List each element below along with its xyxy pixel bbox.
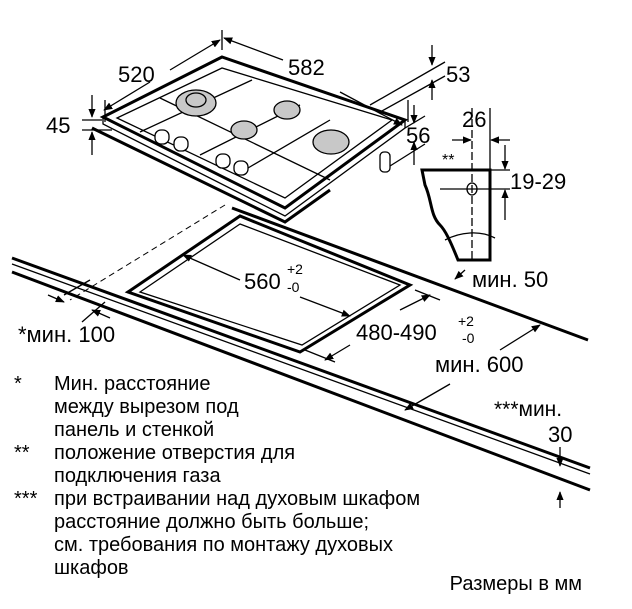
gas-height-label: 19-29 <box>510 169 566 194</box>
dimension-labels: 520 582 53 45 56 26 ** 19-29 560 +2 -0 м… <box>18 55 572 447</box>
note-marker: *** <box>14 488 38 510</box>
burner-medium <box>230 120 258 140</box>
worktop-thickness-label: 30 <box>548 422 572 447</box>
burner-wok <box>312 129 350 155</box>
tolerance-minus: -0 <box>287 279 300 295</box>
worktop-depth-label: мин. 600 <box>435 352 524 377</box>
gas-marker: ** <box>442 152 454 169</box>
hob <box>91 55 409 224</box>
gas-connection-detail <box>420 108 510 262</box>
note-line: см. требования по монтажу духовых <box>54 534 393 556</box>
note-line: при встраивании над духовым шкафом <box>54 488 420 510</box>
depth-label: 520 <box>118 62 155 87</box>
note-line: Мин. расстояние <box>54 373 210 395</box>
tolerance-plus: +2 <box>287 261 303 277</box>
cutout <box>124 214 414 354</box>
note-line: положение отверстия для <box>54 442 295 464</box>
dimension-lines <box>47 30 564 508</box>
right-offset-label: 56 <box>406 123 430 148</box>
gas-connector <box>379 151 391 173</box>
worktop <box>11 204 591 492</box>
note-line: шкафов <box>54 557 129 579</box>
note-line: панель и стенкой <box>54 419 214 441</box>
worktop-thickness-prefix: ***мин. <box>494 398 562 421</box>
footnotes: * Мин. расстояние между вырезом под пане… <box>14 373 582 595</box>
note-line: расстояние должно быть больше; <box>54 511 369 533</box>
height-label: 45 <box>46 113 70 138</box>
tolerance-minus: -0 <box>462 330 475 346</box>
tolerance-plus: +2 <box>458 313 474 329</box>
gas-offset-label: 26 <box>462 107 486 132</box>
note-line: между вырезом под <box>54 396 239 418</box>
top-offset-label: 53 <box>446 62 470 87</box>
note-line: подключения газа <box>54 465 221 487</box>
burner-small <box>273 100 301 120</box>
cutout-width-label: 560 <box>244 269 281 294</box>
cutout-depth-label: 480-490 <box>356 320 437 345</box>
width-label: 582 <box>288 55 325 80</box>
control-knobs <box>154 129 249 176</box>
side-distance-label: *мин. 100 <box>18 322 115 347</box>
units-note: Размеры в мм <box>450 573 582 595</box>
note-marker: * <box>14 373 22 395</box>
note-marker: ** <box>14 442 30 464</box>
wall-distance-label: мин. 50 <box>472 267 548 292</box>
